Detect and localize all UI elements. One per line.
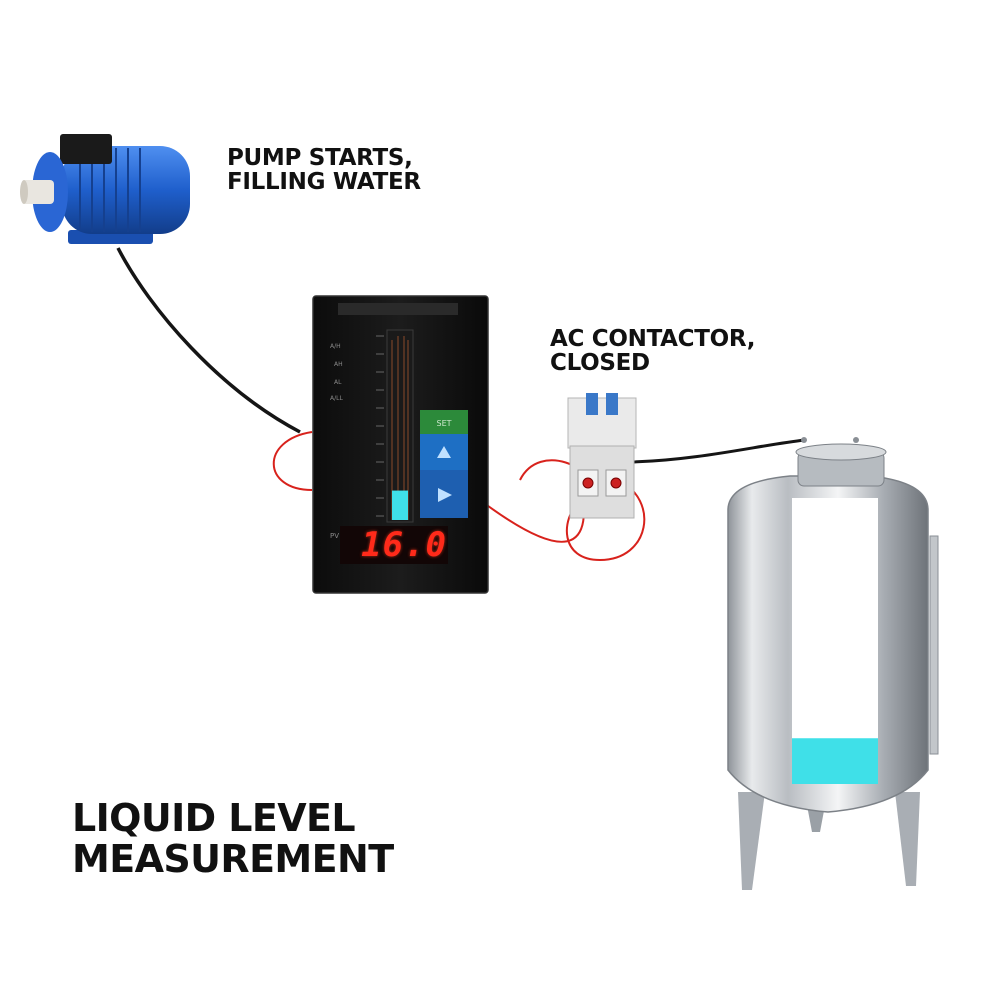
contactor-label: AC CONTACTOR, CLOSED — [550, 327, 755, 375]
level-controller-icon: A/H AH AL A/LL SET PV — [312, 295, 489, 594]
red-wire-left — [272, 431, 313, 491]
pump-cable — [116, 247, 301, 434]
main-title-line-1: LIQUID LEVEL — [72, 796, 356, 840]
pump-label-line-2: FILLING WATER — [227, 169, 421, 196]
main-title: LIQUID LEVEL MEASUREMENT — [72, 796, 394, 882]
level-bar — [392, 490, 408, 520]
pump-label-line-1: PUMP STARTS, — [227, 145, 413, 171]
tank-cable — [632, 438, 806, 464]
ac-contactor-icon — [567, 393, 637, 519]
main-title-line-2: MEASUREMENT — [72, 837, 394, 882]
svg-text:A/H: A/H — [330, 343, 341, 350]
pump-motor-icon — [20, 134, 190, 244]
storage-tank-icon — [727, 437, 939, 890]
pump-label: PUMP STARTS, FILLING WATER — [227, 146, 421, 194]
svg-text:A/LL: A/LL — [330, 395, 343, 402]
set-button — [420, 410, 468, 434]
set-button-label: SET — [436, 419, 451, 428]
contactor-label-line-2: CLOSED — [550, 350, 650, 377]
red-wire-right — [479, 469, 585, 543]
svg-text:AH: AH — [334, 361, 343, 368]
pv-display: 16.0 — [361, 525, 447, 565]
tank-window — [792, 498, 878, 784]
tank-liquid — [792, 738, 878, 784]
svg-text:PV: PV — [330, 532, 339, 540]
contactor-label-line-1: AC CONTACTOR, — [550, 326, 756, 352]
red-wire-contactor — [566, 479, 646, 562]
svg-text:AL: AL — [334, 379, 342, 386]
